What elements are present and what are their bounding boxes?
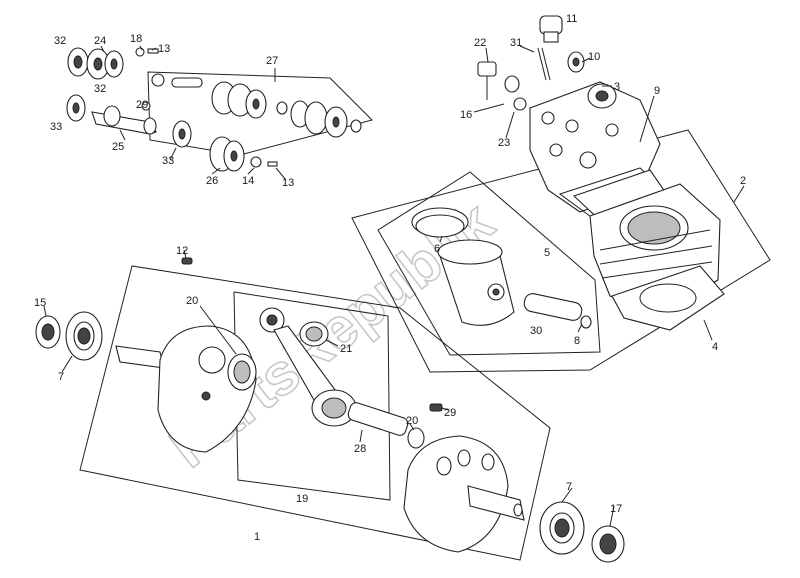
label-11: 11 (566, 13, 577, 25)
bearing-7-right (539, 501, 585, 555)
shaft-25 (66, 94, 157, 135)
label-25: 25 (112, 141, 124, 153)
label-23: 23 (498, 137, 510, 149)
label-32-top: 32 (54, 35, 66, 47)
label-24: 24 (94, 35, 106, 47)
piston-pin-30 (523, 293, 583, 321)
label-8: 8 (574, 335, 580, 347)
piston (437, 239, 515, 326)
part-number-labels: 32 24 18 13 27 32 29 33 25 33 26 14 13 2… (34, 13, 746, 543)
label-7-left: 7 (58, 371, 64, 383)
label-14: 14 (242, 175, 254, 187)
label-16: 16 (460, 109, 472, 121)
label-27: 27 (266, 55, 278, 67)
label-13-bottom: 13 (282, 177, 294, 189)
needle-bearing-21 (299, 321, 329, 347)
label-33-mid: 33 (162, 155, 174, 167)
label-29-top: 29 (136, 99, 148, 111)
piston-group-outline (377, 171, 601, 356)
label-7-right: 7 (566, 481, 572, 493)
crank-pin-28 (347, 402, 409, 436)
spark-plug-cap-11 (539, 15, 563, 43)
label-18: 18 (130, 33, 142, 45)
label-17: 17 (610, 503, 622, 515)
bearing-7-left (65, 311, 103, 361)
label-32-mid: 32 (94, 83, 106, 95)
label-12: 12 (176, 245, 188, 257)
label-21: 21 (340, 343, 352, 355)
label-15: 15 (34, 297, 46, 309)
label-20-left: 20 (186, 295, 198, 307)
sensor-22 (477, 61, 527, 111)
crank-half-right (403, 435, 525, 553)
label-5: 5 (544, 247, 550, 259)
leader-lines (43, 45, 745, 527)
label-13-top: 13 (158, 43, 170, 55)
label-26: 26 (206, 175, 218, 187)
label-9: 9 (654, 85, 660, 97)
label-30: 30 (530, 325, 542, 337)
piston-rings-6 (411, 207, 469, 238)
label-20-right: 20 (406, 415, 418, 427)
label-29-right: 29 (444, 407, 456, 419)
gear-set-bottom-left (141, 101, 278, 172)
label-6: 6 (434, 243, 440, 255)
studs-31 (537, 47, 551, 81)
label-2: 2 (740, 175, 746, 187)
bearing-15 (35, 315, 61, 349)
label-4: 4 (712, 341, 718, 353)
label-3: 3 (614, 81, 620, 93)
label-33-left: 33 (50, 121, 62, 133)
key-12 (181, 257, 193, 265)
label-28: 28 (354, 443, 366, 455)
label-31: 31 (510, 37, 522, 49)
label-19: 19 (296, 493, 308, 505)
gear-cluster-27 (151, 73, 362, 138)
crank-half-left (115, 325, 257, 453)
nut-10 (567, 51, 585, 73)
circlip-8 (580, 315, 592, 329)
label-10: 10 (588, 51, 600, 63)
base-gasket-4 (611, 265, 725, 331)
key-29-right (429, 403, 443, 412)
gear-set-top-left (67, 47, 159, 80)
thrust-washer-20-right (407, 427, 425, 449)
label-1: 1 (254, 531, 260, 543)
connecting-rod (259, 307, 357, 427)
label-22: 22 (474, 37, 486, 49)
seal-17 (591, 525, 625, 563)
